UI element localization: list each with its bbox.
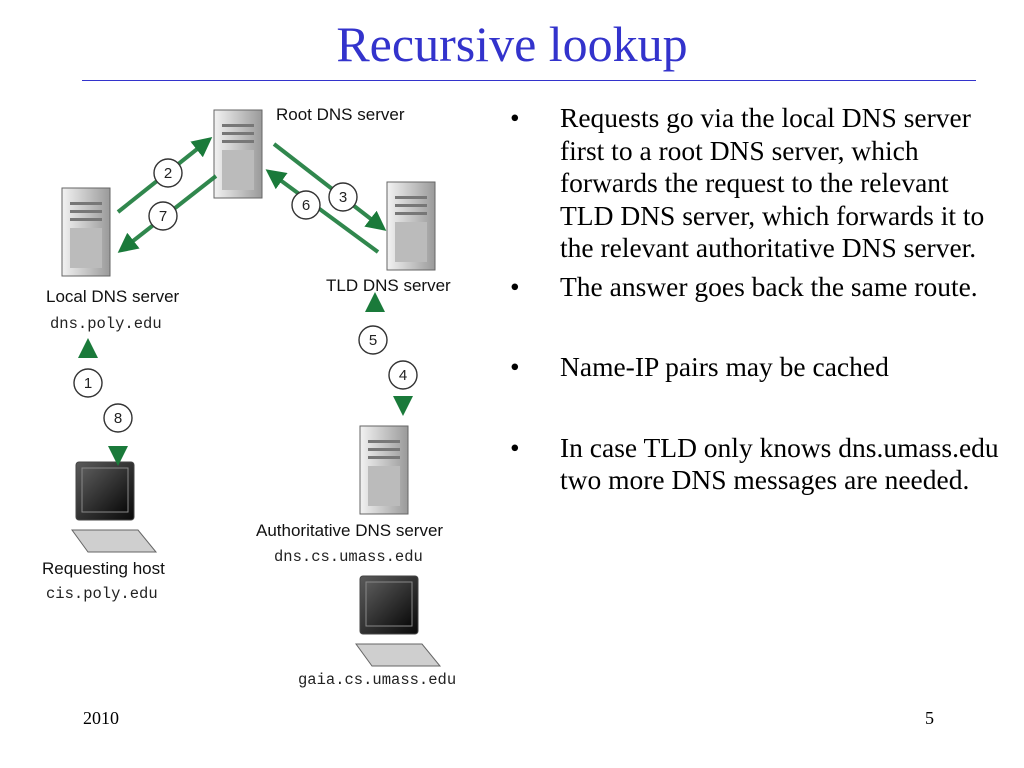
auth-server-label: Authoritative DNS server bbox=[256, 521, 443, 540]
slide-title: Recursive lookup bbox=[336, 16, 688, 72]
bullet-list: • Requests go via the local DNS server f… bbox=[505, 102, 1005, 497]
requesting-host-computer-icon bbox=[71, 461, 158, 553]
tld-server-icon bbox=[386, 181, 436, 271]
local-server-hostname: dns.poly.edu bbox=[50, 315, 162, 333]
bullet-item: • Name-IP pairs may be cached bbox=[505, 351, 1005, 384]
step-badge-8: 8 bbox=[103, 403, 133, 433]
arrow-step-6 bbox=[265, 169, 380, 254]
title-underline bbox=[82, 80, 976, 81]
bullet-dot-icon: • bbox=[510, 351, 520, 382]
bullet-text: Name-IP pairs may be cached bbox=[560, 351, 889, 382]
svg-text:4: 4 bbox=[399, 367, 407, 384]
svg-text:5: 5 bbox=[369, 332, 377, 349]
step-badge-4: 4 bbox=[388, 360, 418, 390]
step-badge-5: 5 bbox=[358, 325, 388, 355]
tld-server-label: TLD DNS server bbox=[326, 276, 451, 295]
step-badge-7: 7 bbox=[148, 201, 178, 231]
svg-text:6: 6 bbox=[302, 197, 310, 214]
auth-server-hostname: dns.cs.umass.edu bbox=[274, 548, 423, 566]
bullet-dot-icon: • bbox=[510, 270, 520, 302]
step-badge-2: 2 bbox=[153, 158, 183, 188]
dns-lookup-diagram: 1 8 2 7 3 6 5 4 Root DNS server Local DN… bbox=[42, 105, 456, 689]
target-computer-icon bbox=[355, 575, 442, 667]
bullet-text: The answer goes back the same route. bbox=[560, 270, 978, 302]
bullet-text: Requests go via the local DNS server fir… bbox=[560, 102, 985, 263]
footer-year: 2010 bbox=[83, 708, 119, 728]
bullet-dot-icon: • bbox=[510, 102, 520, 133]
page-number: 5 bbox=[925, 708, 934, 728]
local-server-icon bbox=[61, 187, 111, 277]
bullet-item: • In case TLD only knows dns.umass.edu t… bbox=[505, 432, 1005, 497]
step-badge-3: 3 bbox=[328, 182, 358, 212]
bullet-item: • The answer goes back the same route. bbox=[505, 271, 1005, 304]
svg-text:8: 8 bbox=[114, 410, 122, 427]
bullet-text: In case TLD only knows dns.umass.edu two… bbox=[560, 431, 999, 496]
svg-text:7: 7 bbox=[159, 208, 167, 225]
root-server-label: Root DNS server bbox=[276, 105, 405, 124]
auth-server-icon bbox=[359, 425, 409, 515]
svg-text:1: 1 bbox=[84, 375, 92, 392]
step-badge-6: 6 bbox=[291, 190, 321, 220]
svg-text:3: 3 bbox=[339, 189, 347, 206]
requesting-host-hostname: cis.poly.edu bbox=[46, 585, 158, 603]
target-hostname: gaia.cs.umass.edu bbox=[298, 671, 456, 689]
requesting-host-label: Requesting host bbox=[42, 559, 165, 578]
bullet-dot-icon: • bbox=[510, 431, 520, 463]
arrow-step-3 bbox=[272, 142, 387, 231]
bullet-item: • Requests go via the local DNS server f… bbox=[505, 102, 1005, 265]
step-badge-1: 1 bbox=[73, 368, 103, 398]
svg-text:2: 2 bbox=[164, 165, 172, 182]
root-server-icon bbox=[213, 109, 263, 199]
local-server-label: Local DNS server bbox=[46, 287, 180, 306]
